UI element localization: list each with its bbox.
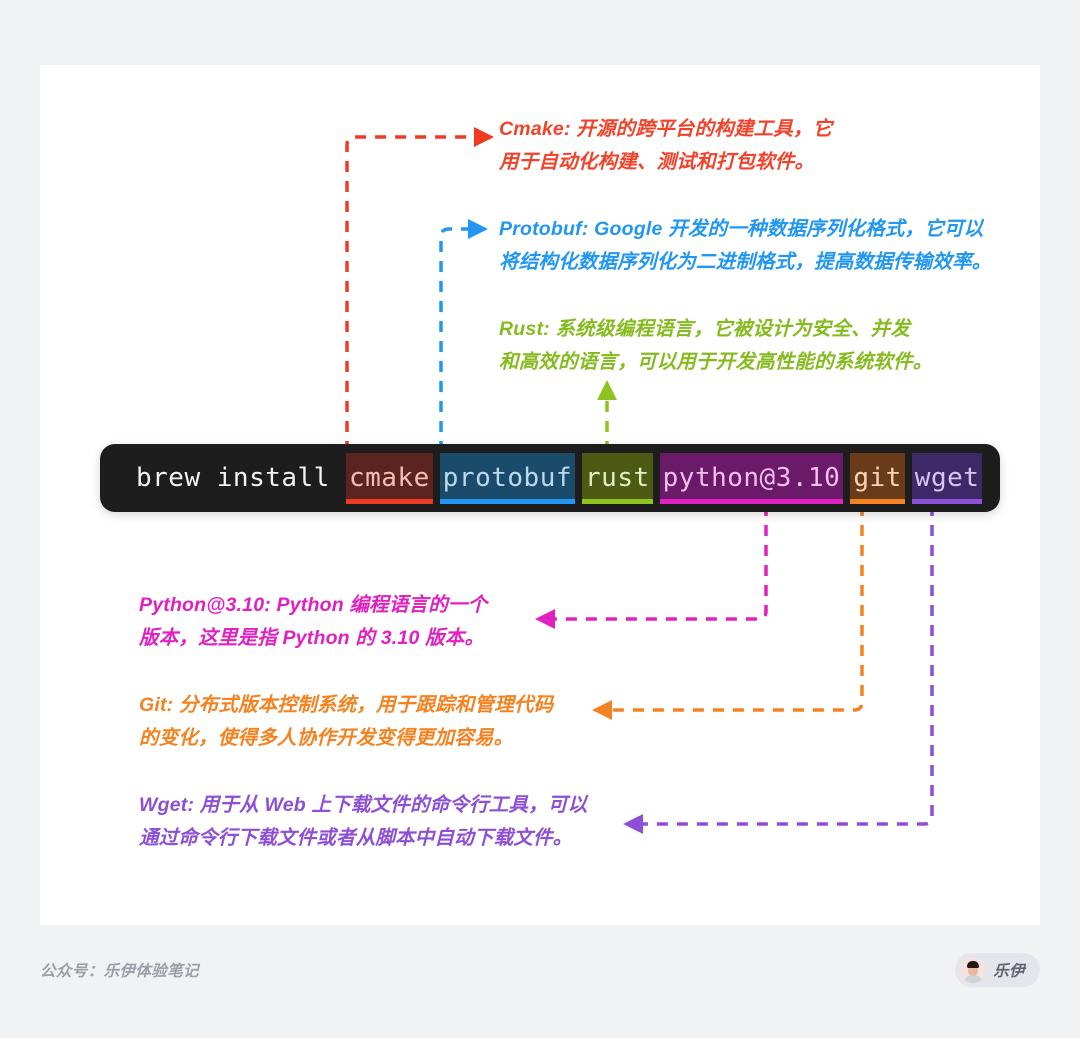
footer-author-name: 乐伊: [993, 963, 1025, 980]
avatar-hair-shape: [967, 961, 980, 968]
package-token-python[interactable]: python@3.10: [659, 452, 844, 504]
annotation-cmake: Cmake: 开源的跨平台的构建工具，它 用于自动化构建、测试和打包软件。: [499, 118, 833, 173]
package-token-rust[interactable]: rust: [582, 452, 653, 504]
annotation-protobuf: Protobuf: Google 开发的一种数据序列化格式，它可以 将结构化数据…: [499, 218, 992, 273]
annotation-git: Git: 分布式版本控制系统，用于跟踪和管理代码 的变化，使得多人协作开发变得更…: [139, 694, 554, 749]
command-line: brew install cmake protobuf rust python@…: [136, 444, 983, 512]
annotation-rust: Rust: 系统级编程语言，它被设计为安全、并发 和高效的语言，可以用于开发高性…: [499, 318, 933, 373]
footer-author-badge: 乐伊: [955, 953, 1040, 987]
package-token-git[interactable]: git: [850, 452, 906, 504]
avatar-face-shape: [968, 965, 979, 976]
annotation-wget: Wget: 用于从 Web 上下载文件的命令行工具，可以 通过命令行下载文件或者…: [139, 794, 588, 849]
avatar-body-shape: [964, 975, 983, 983]
terminal-command-bar[interactable]: brew install cmake protobuf rust python@…: [100, 444, 1000, 512]
footer-account-text: 公众号：乐伊体验笔记: [40, 963, 200, 980]
command-prefix: brew install: [136, 463, 346, 493]
annotation-python: Python@3.10: Python 编程语言的一个 版本，这里是指 Pyth…: [139, 594, 488, 649]
package-token-wget[interactable]: wget: [911, 452, 983, 504]
package-token-cmake[interactable]: cmake: [346, 452, 433, 504]
package-token-protobuf[interactable]: protobuf: [439, 452, 576, 504]
avatar: [960, 957, 987, 983]
